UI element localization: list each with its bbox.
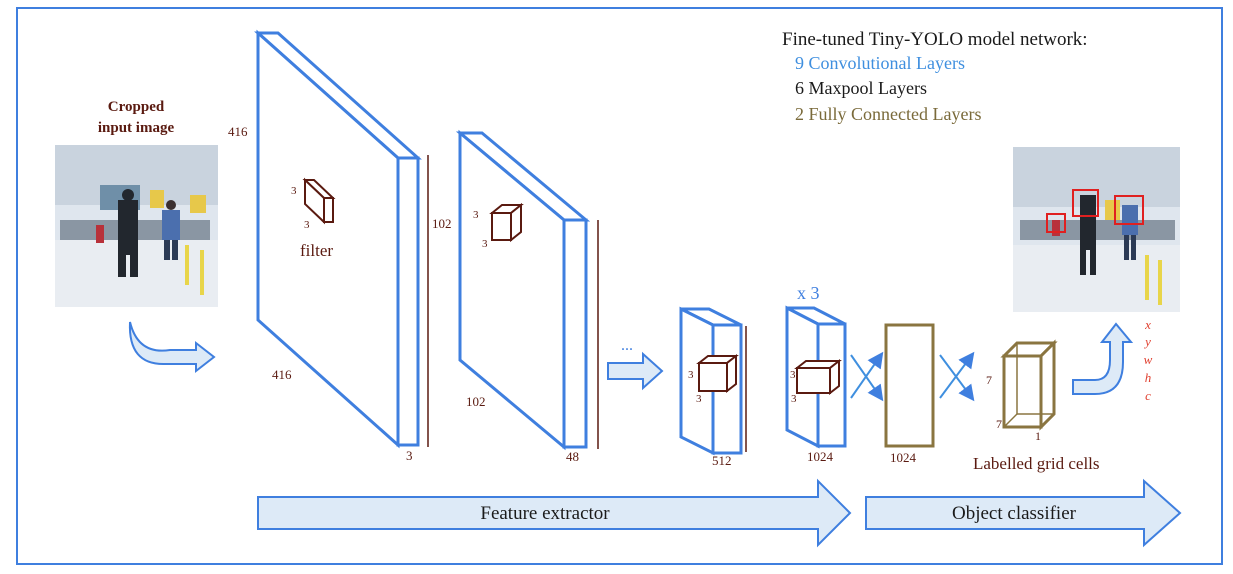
- bbox-param-c: c: [1145, 388, 1151, 403]
- output-dim3: 1: [1035, 429, 1041, 443]
- layer3-depth: 512: [712, 453, 732, 468]
- input-arrow-icon: [128, 321, 216, 374]
- layer4-kernel-dim2: 3: [791, 393, 797, 405]
- fc-connection-icon: [850, 351, 884, 402]
- filter-cube-icon: [302, 177, 336, 225]
- bbox-param-h: h: [1145, 370, 1152, 385]
- legend-title: Fine-tuned Tiny-YOLO model network:: [782, 29, 1088, 50]
- fc-connection-icon: [939, 351, 975, 402]
- layer2-width: 102: [466, 394, 486, 409]
- kernel-cube-icon: [696, 353, 739, 394]
- feature-extractor-label: Feature extractor: [480, 503, 610, 524]
- bbox-param-x: x: [1144, 317, 1151, 332]
- input-image-group: Cropped input image: [55, 99, 218, 307]
- layer2-depth: 48: [566, 449, 579, 464]
- layer4-kernel-dim1: 3: [790, 369, 796, 381]
- fc-size: 1024: [890, 450, 917, 465]
- fc-layer: 1024: [884, 323, 935, 465]
- layer1-kernel-dim2: 3: [304, 219, 310, 231]
- layer2-kernel-dim2: 3: [482, 238, 488, 250]
- layer2-height: 102: [432, 216, 452, 231]
- output-photo: [1013, 147, 1180, 312]
- object-classifier-stage: Object classifier: [865, 478, 1182, 548]
- input-photo: [55, 145, 218, 307]
- layer3-kernel-dim1: 3: [688, 369, 694, 381]
- conv-layer-4: x 3 3 3 1024: [785, 283, 847, 464]
- input-label-line1: Cropped: [108, 99, 165, 115]
- diagram-border: [16, 7, 1223, 565]
- legend: Fine-tuned Tiny-YOLO model network: 9 Co…: [782, 29, 1088, 124]
- repeat-label: x 3: [797, 283, 820, 303]
- legend-fc-layers: 2 Fully Connected Layers: [795, 104, 981, 124]
- filter-label: filter: [300, 241, 333, 260]
- object-classifier-label: Object classifier: [952, 503, 1077, 524]
- layer2-kernel-dim1: 3: [473, 209, 479, 221]
- bbox-param-w: w: [1144, 352, 1153, 367]
- bbox-params: x y w h c: [1143, 317, 1153, 403]
- layer3-kernel-dim2: 3: [696, 393, 702, 405]
- bbox-param-y: y: [1143, 334, 1151, 349]
- layer1-width: 416: [272, 367, 292, 382]
- kernel-cube-icon: [489, 202, 524, 243]
- mid-arrow-icon: [607, 351, 664, 391]
- layer1-height: 416: [228, 124, 248, 139]
- conv-layer-3: 3 3 512: [679, 306, 747, 468]
- input-label-line2: input image: [98, 120, 175, 136]
- output-label: Labelled grid cells: [973, 454, 1100, 473]
- output-arrow-icon: [1072, 322, 1134, 395]
- conv-layer-2: 102 102 48 3 3: [432, 129, 599, 464]
- legend-conv-layers: 9 Convolutional Layers: [795, 53, 965, 73]
- conv-layer-1: 416 416 3 3 3 filter: [228, 29, 429, 463]
- kernel-cube-icon: [794, 358, 842, 396]
- feature-extractor-stage: Feature extractor: [257, 478, 852, 548]
- output-grid-cube: 7 7 1 Labelled grid cells: [973, 339, 1100, 473]
- output-dim2: 7: [996, 417, 1002, 431]
- output-dim1: 7: [986, 373, 992, 387]
- layer4-depth: 1024: [807, 449, 834, 464]
- ellipsis: ...: [621, 337, 633, 354]
- layer1-kernel-dim1: 3: [291, 185, 297, 197]
- legend-maxpool-layers: 6 Maxpool Layers: [795, 78, 927, 98]
- layer1-depth: 3: [406, 448, 413, 463]
